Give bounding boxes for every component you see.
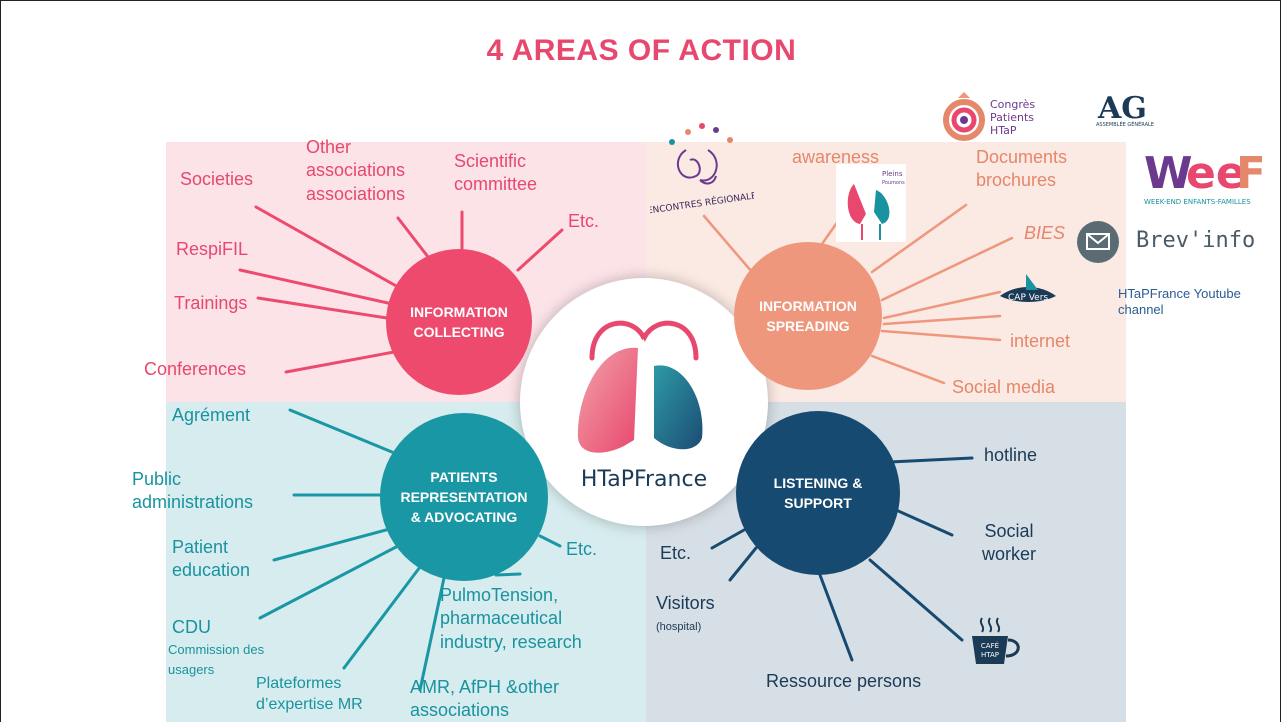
- svg-text:WEEK-END ENFANTS-FAMILLES: WEEK-END ENFANTS-FAMILLES: [1144, 198, 1251, 206]
- label-pulmotension: PulmoTension, pharmaceutical industry, r…: [440, 585, 582, 652]
- label-public-administrations: Public administrations: [132, 469, 254, 513]
- label-other-associations: Other associations associations: [306, 137, 406, 204]
- svg-text:HTAP: HTAP: [981, 651, 999, 659]
- svg-text:CAP Vers: CAP Vers: [1008, 293, 1048, 303]
- label-etc-advocating: Etc.: [566, 539, 598, 559]
- svg-text:F: F: [1236, 148, 1262, 199]
- label-documents-brochures: Documents brochures: [976, 147, 1068, 191]
- slide-title: 4 AREAS OF ACTION: [486, 34, 797, 67]
- label-conferences: Conferences: [144, 359, 247, 379]
- line-extra1: [882, 314, 1002, 326]
- line-societies: [254, 205, 400, 289]
- svg-text:HTaP: HTaP: [990, 124, 1017, 137]
- line-agrement: [288, 408, 394, 454]
- label-respifil: RespiFIL: [176, 239, 249, 259]
- line-visitors: [728, 546, 758, 582]
- line-etc-listen: [710, 528, 746, 550]
- cap-vers-logo: CAP Vers: [996, 270, 1060, 310]
- ag-logo: AG ASSEMBLÉE GÉNÉRALE: [1090, 86, 1160, 130]
- line-pulmo2: [494, 572, 522, 577]
- envelope-icon: [1076, 220, 1120, 264]
- label-patient-education: Patient education: [172, 537, 251, 581]
- label-etc-listening: Etc.: [660, 543, 692, 563]
- label-amr-afph: AMR, AfPH &other associations: [410, 677, 560, 721]
- hub-listening-support: LISTENING & SUPPORT: [736, 411, 900, 575]
- pleins-poumons-logo: Pleins Poumons: [836, 164, 906, 242]
- label-social-media: Social media: [952, 377, 1056, 397]
- line-internet: [880, 329, 1002, 342]
- line-documents: [870, 203, 968, 274]
- label-etc-collecting: Etc.: [568, 211, 600, 231]
- line-hotline: [888, 456, 974, 464]
- pleins-text: Pleins: [882, 170, 903, 178]
- hub-spreading-label: INFORMATION SPREADING: [759, 297, 857, 334]
- label-social-worker: Social worker: [982, 521, 1037, 565]
- label-youtube-channel: HTaPFrance Youtube channel: [1118, 286, 1241, 317]
- label-plateformes: Plateformes d’expertise MR: [256, 675, 363, 713]
- label-visitors-sub: (hospital): [656, 621, 702, 633]
- line-bies: [880, 236, 1014, 302]
- line-social: [870, 354, 946, 385]
- htapfrance-logo: HTaPFrance: [520, 278, 768, 526]
- hub-advocating-label: PATIENTS REPRESENTATION & ADVOCATING: [400, 468, 528, 526]
- line-education: [272, 528, 388, 562]
- hub-listening-label: LISTENING & SUPPORT: [773, 474, 863, 511]
- label-ressource-persons: Ressource persons: [766, 671, 922, 691]
- line-cafe: [868, 558, 964, 642]
- hub-information-spreading: INFORMATION SPREADING: [734, 242, 882, 390]
- label-internet: internet: [1010, 331, 1071, 351]
- htapfrance-wordmark: HTaPFrance: [581, 467, 707, 492]
- label-agrement: Agrément: [172, 405, 251, 425]
- svg-text:ee: ee: [1186, 148, 1246, 199]
- line-conferences: [284, 350, 396, 374]
- label-awareness: awareness: [792, 147, 880, 167]
- line-other: [396, 216, 434, 264]
- label-bies: BIES: [1024, 223, 1066, 243]
- hub-collecting-label: INFORMATION COLLECTING: [410, 303, 508, 340]
- label-hotline: hotline: [984, 445, 1038, 465]
- line-ressource: [818, 573, 854, 662]
- line-plateformes: [342, 565, 422, 670]
- line-amr: [418, 576, 446, 692]
- line-cdu: [258, 545, 398, 620]
- svg-text:Congrès: Congrès: [990, 98, 1035, 111]
- hub-information-collecting: INFORMATION COLLECTING: [386, 249, 532, 395]
- lungs-heart-icon: HTaPFrance: [577, 320, 707, 492]
- hub-patients-representation: PATIENTS REPRESENTATION & ADVOCATING: [380, 413, 548, 581]
- line-pleins: [820, 222, 838, 246]
- line-rencontres: [702, 214, 754, 274]
- label-societies: Societies: [180, 169, 254, 189]
- svg-text:ASSEMBLÉE GÉNÉRALE: ASSEMBLÉE GÉNÉRALE: [1096, 120, 1154, 128]
- line-etc-advoc: [538, 534, 562, 548]
- weef-logo: W ee F WEEK-END ENFANTS-FAMILLES: [1138, 138, 1266, 210]
- line-respifil: [238, 268, 390, 305]
- line-trainings: [256, 296, 389, 320]
- svg-text:W: W: [1144, 148, 1193, 199]
- label-cdu-sub: Commission des usagers: [168, 642, 265, 678]
- svg-text:AG: AG: [1097, 91, 1147, 126]
- line-social-worker: [894, 508, 954, 537]
- svg-text:CAFÉ: CAFÉ: [981, 641, 999, 650]
- label-scientific-committee: Scientific committee: [454, 151, 538, 195]
- rencontres-text: RENCONTRES RÉGIONALES: [650, 189, 754, 218]
- line-etc-collect: [516, 228, 564, 272]
- line-capvers: [882, 290, 1002, 320]
- label-cdu: CDU: [172, 617, 211, 637]
- svg-text:Patients: Patients: [990, 111, 1034, 124]
- congres-patients-logo: Congrès Patients HTaP: [936, 88, 1066, 148]
- svg-text:Poumons: Poumons: [882, 180, 905, 186]
- brevinfo-logo: Brev'info: [1136, 228, 1256, 253]
- rencontres-regionales-logo: RENCONTRES RÉGIONALES: [640, 120, 763, 220]
- label-trainings: Trainings: [174, 293, 248, 313]
- cafe-htap-icon: CAFÉ HTAP: [966, 616, 1028, 670]
- label-visitors: Visitors: [656, 593, 715, 613]
